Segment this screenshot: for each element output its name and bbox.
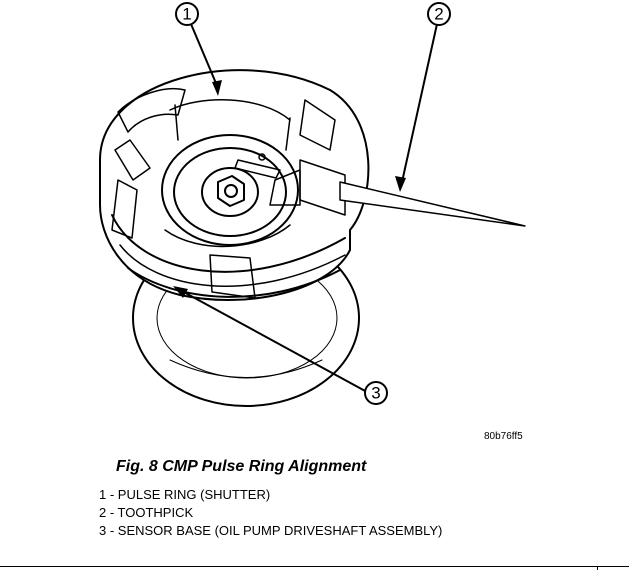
figure-caption: Fig. 8 CMP Pulse Ring Alignment <box>116 458 367 475</box>
bottom-divider <box>0 566 629 567</box>
toothpick <box>339 181 526 227</box>
callout-3-number: 3 <box>371 384 380 403</box>
legend-item-2: 2 - TOOTHPICK <box>99 505 194 520</box>
figure-id: 80b76ff5 <box>484 431 523 442</box>
callout-legend: 1 - PULSE RING (SHUTTER) 2 - TOOTHPICK 3… <box>99 486 442 540</box>
callout-2: 2 <box>427 2 451 26</box>
callout-1-number: 1 <box>182 5 191 24</box>
legend-item-1: 1 - PULSE RING (SHUTTER) <box>99 487 271 502</box>
legend-item-3: 3 - SENSOR BASE (OIL PUMP DRIVESHAFT ASS… <box>99 523 443 538</box>
callout-2-number: 2 <box>434 5 443 24</box>
divider-tick <box>597 566 598 570</box>
callout-3: 3 <box>364 381 388 405</box>
callout-leaders <box>173 23 438 393</box>
hex-bolt <box>201 153 281 217</box>
callout-1: 1 <box>175 2 199 26</box>
